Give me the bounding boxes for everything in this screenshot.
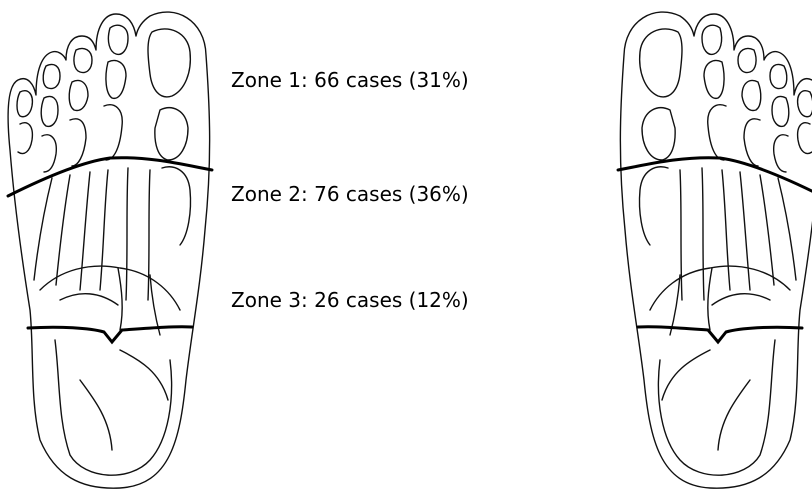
zone-1-label: Zone 1: 66 cases (31%) [231,68,469,92]
zone-line-2 [28,327,192,342]
zone-line-1 [8,158,212,196]
zone-line-2 [638,327,802,342]
zone-line-1 [618,158,812,196]
foot-outline [620,12,812,488]
right-foot-illustration [600,0,812,493]
zone-3-label: Zone 3: 26 cases (12%) [231,288,469,312]
zone-2-label: Zone 2: 76 cases (36%) [231,182,469,206]
left-foot-illustration [0,0,230,493]
